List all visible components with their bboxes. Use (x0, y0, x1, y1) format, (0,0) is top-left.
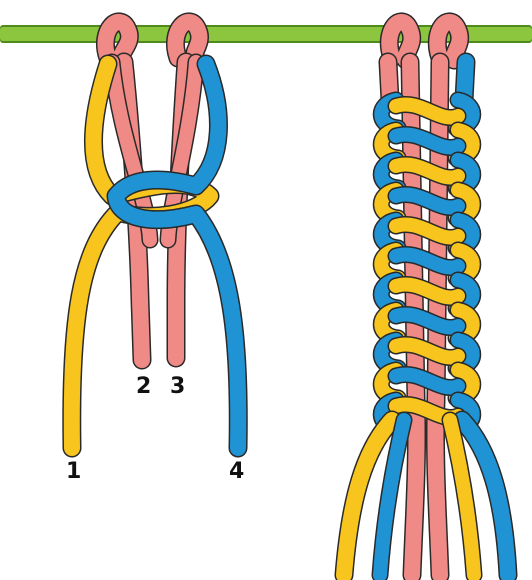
cord-number-labels: 1 2 3 4 (66, 374, 244, 484)
sinnet-knot-crossing (396, 344, 458, 357)
cord-label-3: 3 (170, 374, 185, 399)
sinnet-knot-crossing (396, 374, 458, 387)
cord-label-4: 4 (229, 459, 244, 484)
cord-label-1: 1 (66, 459, 81, 484)
single-knot-illustration (72, 22, 239, 448)
cord-label-2: 2 (136, 374, 151, 399)
square-knot-sinnet-illustration (344, 22, 508, 575)
